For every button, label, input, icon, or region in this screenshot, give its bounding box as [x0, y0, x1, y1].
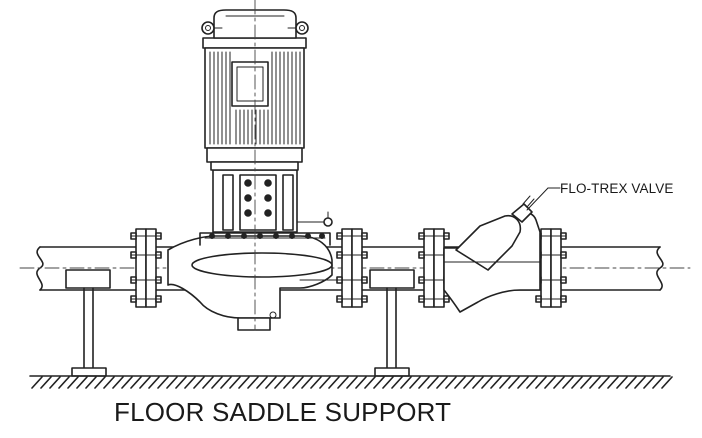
floor-hatch-line	[211, 376, 223, 389]
casing-bolt	[318, 233, 325, 240]
floor-hatch-line	[229, 376, 241, 389]
bracket-bolt	[264, 194, 272, 202]
floor-hatch-line	[355, 376, 367, 389]
floor-hatch-line	[31, 376, 43, 389]
floor-saddle-support-right	[369, 269, 415, 377]
floor-hatch-line	[157, 376, 169, 389]
floor-hatch-line	[517, 376, 529, 389]
floor-hatch-line	[220, 376, 232, 389]
floor-hatch-line	[139, 376, 151, 389]
floor-hatch-line	[499, 376, 511, 389]
floor-hatch-line	[166, 376, 178, 389]
drawing-caption: FLOOR SADDLE SUPPORT	[114, 397, 452, 427]
floor-hatch-line	[400, 376, 412, 389]
floor-hatch-line	[346, 376, 358, 389]
floor-hatch-line	[85, 376, 97, 389]
pump-bracket	[212, 169, 333, 233]
floor-hatch-line	[94, 376, 106, 389]
floor-hatch-line	[292, 376, 304, 389]
floor-hatch-line	[616, 376, 628, 389]
casing-bolt	[209, 233, 216, 240]
floor-hatch-line	[274, 376, 286, 389]
motor	[201, 9, 309, 171]
floor-hatch-line	[454, 376, 466, 389]
floor-hatch-line	[418, 376, 430, 389]
floor-hatch-line	[508, 376, 520, 389]
floor-hatch-line	[283, 376, 295, 389]
discharge-flange	[336, 228, 368, 308]
floor-hatch-line	[661, 376, 673, 389]
bracket-bolt	[264, 209, 272, 217]
floor-hatch-line	[526, 376, 538, 389]
floor-hatch-line	[562, 376, 574, 389]
floor-hatch-line	[634, 376, 646, 389]
floor-hatch-line	[436, 376, 448, 389]
valve-label: FLO-TREX VALVE	[560, 181, 674, 196]
bracket-bolt	[244, 209, 252, 217]
floor-hatch-line	[571, 376, 583, 389]
floor-hatch-line	[535, 376, 547, 389]
casing-bolt	[288, 233, 295, 240]
floor-hatch-line	[247, 376, 259, 389]
floor-hatch-line	[364, 376, 376, 389]
floor-hatch-line	[544, 376, 556, 389]
bracket-bolt	[264, 179, 272, 187]
casing-bolt	[272, 233, 279, 240]
floor-hatch-line	[319, 376, 331, 389]
floor-hatch-line	[310, 376, 322, 389]
floor-hatch-line	[103, 376, 115, 389]
floor-hatch-line	[184, 376, 196, 389]
floor-hatch-line	[148, 376, 160, 389]
floor-hatch-line	[265, 376, 277, 389]
casing-bolt	[241, 233, 248, 240]
floor-hatch-line	[490, 376, 502, 389]
pump-casing	[167, 232, 341, 331]
suction-flange	[130, 228, 162, 308]
floor-hatch-line	[112, 376, 124, 389]
floor-hatch-line	[76, 376, 88, 389]
floor-hatch-line	[580, 376, 592, 389]
floor-hatch-line	[391, 376, 403, 389]
floor-hatch-line	[130, 376, 142, 389]
floor-hatch-line	[58, 376, 70, 389]
floor-hatch-line	[607, 376, 619, 389]
floor-saddle-support-left	[65, 269, 111, 377]
floor-hatch-line	[553, 376, 565, 389]
floor-hatch-line	[301, 376, 313, 389]
floor-hatch-line	[652, 376, 664, 389]
floor-hatch-line	[193, 376, 205, 389]
floor-hatch-line	[67, 376, 79, 389]
floor-hatch-line	[175, 376, 187, 389]
floor-hatch-line	[463, 376, 475, 389]
floor-hatch-line	[202, 376, 214, 389]
floor-hatch-line	[256, 376, 268, 389]
casing-bolt	[256, 233, 263, 240]
floor-hatch-line	[328, 376, 340, 389]
floor-hatch-line	[643, 376, 655, 389]
valve-inlet-flange	[418, 228, 450, 308]
floor-hatch-line	[382, 376, 394, 389]
bracket-bolt	[244, 179, 252, 187]
valve-leader-line	[526, 187, 561, 211]
floor-hatch-line	[472, 376, 484, 389]
floor-hatch-line	[373, 376, 385, 389]
floor-hatch-line	[337, 376, 349, 389]
floor-hatch-line	[481, 376, 493, 389]
flo-trex-valve	[443, 195, 541, 313]
floor-hatch-line	[40, 376, 52, 389]
casing-bolt	[304, 233, 311, 240]
casing-bolt	[225, 233, 232, 240]
floor-hatch-line	[589, 376, 601, 389]
floor-hatch-line	[427, 376, 439, 389]
floor-hatch-line	[121, 376, 133, 389]
floor-hatch-line	[238, 376, 250, 389]
floor	[29, 375, 673, 389]
bracket-bolt	[244, 194, 252, 202]
floor-hatch-line	[598, 376, 610, 389]
floor-hatch-line	[625, 376, 637, 389]
floor-hatch-line	[445, 376, 457, 389]
floor-hatch-line	[409, 376, 421, 389]
floor-hatch-line	[49, 376, 61, 389]
